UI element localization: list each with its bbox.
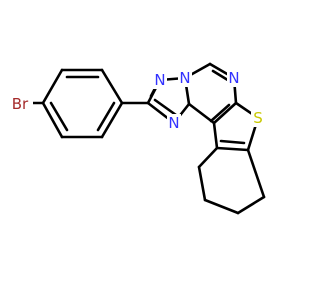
bond: [212, 101, 238, 125]
nitrogen-label: N: [168, 114, 179, 132]
nitrogen-label: N: [179, 69, 190, 87]
bromine-label: Br: [12, 95, 29, 113]
bond: [153, 98, 178, 117]
bond: [236, 195, 266, 215]
atom-labels: Br N N N N S: [7, 69, 265, 132]
bond: [215, 146, 250, 152]
bromine-atom: Br: [7, 94, 33, 113]
bond: [203, 198, 240, 215]
nitrogen-label: N: [154, 71, 165, 89]
bond: [219, 139, 246, 145]
bond: [212, 121, 219, 150]
bond: [100, 68, 124, 105]
bond: [187, 102, 216, 125]
nitrogen-label: N: [228, 69, 239, 87]
bond: [41, 68, 64, 105]
molecule-structure: Br N N N N S: [7, 62, 266, 215]
nitrogen-atom-bridgehead: N: [178, 69, 192, 87]
bond: [197, 165, 207, 202]
bond: [246, 148, 266, 199]
bond: [100, 101, 124, 139]
sulfur-label: S: [253, 109, 263, 127]
bond: [49, 101, 69, 132]
nitrogen-atom-triazole-bottom: N: [167, 114, 181, 132]
nitrogen-atom-pyrimidine: N: [227, 69, 241, 87]
bond: [41, 101, 64, 139]
bond: [96, 101, 116, 132]
nitrogen-atom-triazole-top: N: [153, 71, 167, 89]
bond: [197, 146, 219, 169]
sulfur-atom: S: [251, 109, 265, 127]
bond: [209, 103, 231, 123]
